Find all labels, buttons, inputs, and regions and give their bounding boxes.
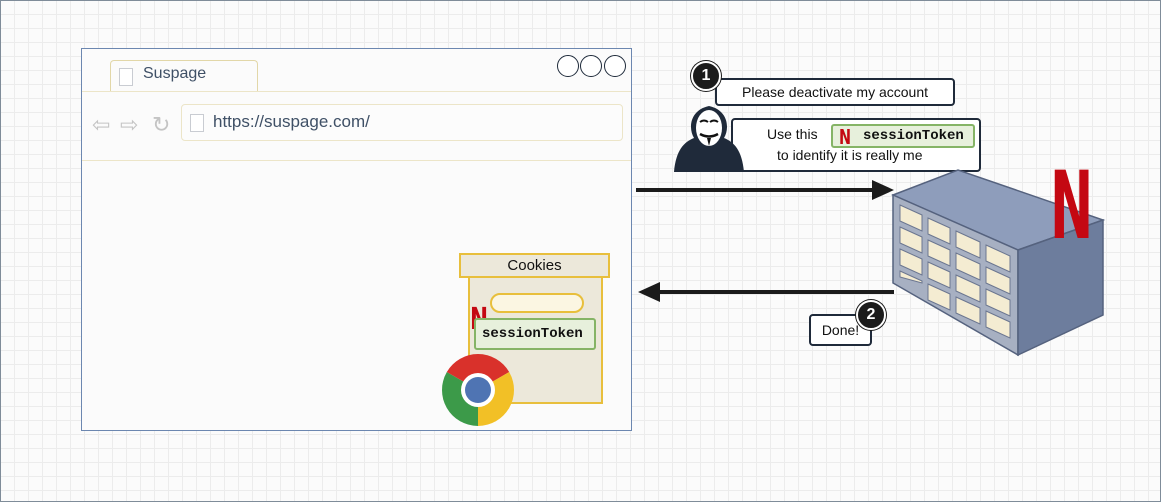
window-button-3[interactable] bbox=[604, 55, 626, 77]
url-text: https://suspage.com/ bbox=[213, 112, 370, 131]
back-arrow-icon[interactable]: ⇦ bbox=[92, 112, 111, 137]
request-token-bubble: Use this N sessionToken to identify it i… bbox=[731, 118, 981, 172]
browser-titlebar: Suspage bbox=[82, 49, 631, 92]
window-button-1[interactable] bbox=[557, 55, 579, 77]
tab-title: Suspage bbox=[143, 65, 207, 82]
session-token-cookie: sessionToken bbox=[474, 318, 596, 350]
forward-arrow-icon[interactable]: ⇨ bbox=[120, 112, 139, 137]
request-line1-text: Use this bbox=[767, 126, 818, 142]
cookie-slot bbox=[490, 293, 584, 313]
cookie-jar-lid: Cookies bbox=[459, 253, 610, 278]
chrome-logo-icon bbox=[441, 354, 515, 426]
step-1-badge: 1 bbox=[691, 61, 721, 91]
request-line2-text: to identify it is really me bbox=[777, 147, 923, 163]
netflix-logo-icon: N bbox=[839, 125, 852, 149]
netflix-logo-icon: N bbox=[1050, 152, 1094, 261]
titlebar-divider bbox=[82, 91, 631, 92]
response-message: Done! bbox=[821, 322, 860, 338]
request-message: Please deactivate my account bbox=[742, 84, 928, 100]
browser-toolbar: ⇦ ⇨ ↻ https://suspage.com/ bbox=[82, 92, 631, 160]
session-token-pill: N sessionToken bbox=[831, 124, 975, 148]
window-button-2[interactable] bbox=[580, 55, 602, 77]
page-icon bbox=[119, 68, 133, 86]
request-message-bubble: Please deactivate my account bbox=[715, 78, 955, 106]
request-arrow-head bbox=[872, 180, 894, 200]
reload-icon[interactable]: ↻ bbox=[152, 112, 171, 137]
request-token-text: sessionToken bbox=[863, 128, 964, 144]
cookie-jar-label: Cookies bbox=[507, 257, 562, 274]
hacker-avatar-icon bbox=[674, 106, 744, 172]
content-divider bbox=[82, 160, 631, 161]
step-2-badge: 2 bbox=[856, 300, 886, 330]
page-icon bbox=[190, 114, 204, 132]
server-icon bbox=[891, 169, 1106, 357]
response-arrow-head bbox=[638, 282, 660, 302]
browser-tab[interactable]: Suspage bbox=[110, 60, 258, 92]
address-bar[interactable]: https://suspage.com/ bbox=[181, 104, 623, 141]
